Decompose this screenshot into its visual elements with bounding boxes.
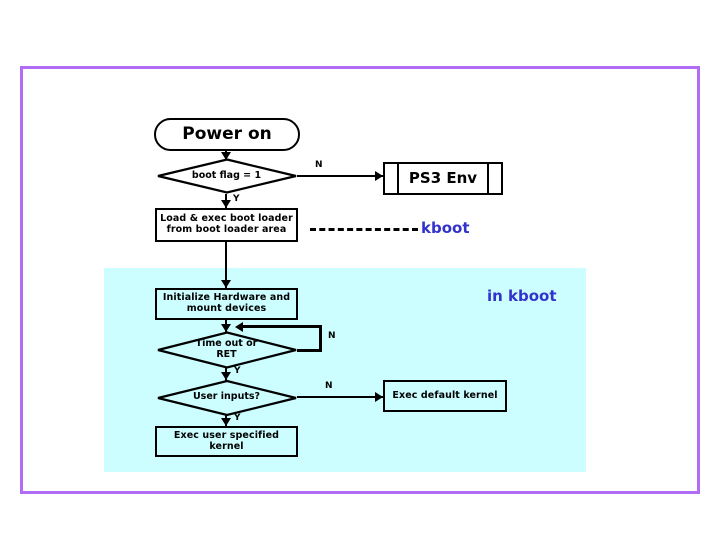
edge-label-bootflag-yes: Y bbox=[233, 194, 240, 204]
node-boot-flag[interactable]: boot flag = 1 bbox=[156, 158, 297, 194]
node-load-exec-line1: Load & exec boot loader bbox=[160, 213, 293, 225]
kboot-dashed-separator bbox=[310, 228, 418, 231]
edge-label-timeout-yes: Y bbox=[234, 366, 241, 376]
in-kboot-region bbox=[104, 268, 586, 472]
node-load-exec-bootloader[interactable]: Load & exec boot loader from boot loader… bbox=[155, 208, 298, 242]
arrowhead-timeout-loop bbox=[235, 322, 243, 332]
connector-loadexec-inithw bbox=[225, 242, 227, 288]
connector-timeout-loop-right bbox=[319, 325, 322, 351]
node-timeout-or-ret[interactable]: Time out or RET bbox=[156, 331, 297, 369]
node-exec-default-kernel-label: Exec default kernel bbox=[392, 389, 498, 401]
arrowhead-inithw-timeout bbox=[221, 324, 231, 332]
node-user-inputs[interactable]: User inputs? bbox=[156, 379, 297, 416]
node-initialize-hardware[interactable]: Initialize Hardware and mount devices bbox=[155, 288, 298, 320]
arrowhead-userinputs-execuser bbox=[221, 418, 231, 426]
diamond-shape-icon bbox=[156, 379, 297, 416]
edge-label-bootflag-no: N bbox=[315, 160, 323, 170]
node-exec-user-specified-kernel[interactable]: Exec user specified kernel bbox=[155, 426, 298, 457]
node-power-on-label: Power on bbox=[182, 123, 272, 144]
connector-bootflag-ps3env bbox=[297, 175, 383, 177]
edge-label-timeout-no: N bbox=[328, 331, 336, 341]
edge-label-userinputs-no: N bbox=[325, 381, 333, 391]
connector-userinputs-execdefault bbox=[297, 396, 383, 398]
node-exec-user-specified-kernel-label: Exec user specified kernel bbox=[173, 429, 280, 452]
arrowhead-poweron-bootflag bbox=[221, 152, 231, 160]
node-power-on[interactable]: Power on bbox=[154, 118, 300, 151]
edge-label-userinputs-yes: Y bbox=[234, 413, 241, 423]
kboot-separator-label: kboot bbox=[421, 219, 470, 237]
node-initialize-hardware-line1: Initialize Hardware and bbox=[162, 292, 291, 304]
node-ps3-env-label: PS3 Env bbox=[408, 169, 478, 188]
arrowhead-bootflag-loadexec bbox=[221, 200, 231, 208]
connector-timeout-loop-bottom bbox=[297, 349, 322, 352]
arrowhead-userinputs-execdefault bbox=[375, 392, 383, 402]
node-ps3-env[interactable]: PS3 Env bbox=[383, 162, 503, 195]
arrowhead-loadexec-inithw bbox=[221, 280, 231, 288]
node-initialize-hardware-line2: mount devices bbox=[186, 303, 267, 314]
in-kboot-label: in kboot bbox=[487, 287, 557, 305]
arrowhead-bootflag-ps3env bbox=[375, 171, 383, 181]
diamond-shape-icon bbox=[156, 331, 297, 369]
node-load-exec-line2: from boot loader area bbox=[166, 224, 287, 235]
slide-border-frame bbox=[20, 66, 700, 494]
diamond-shape-icon bbox=[156, 158, 297, 194]
connector-timeout-loop-top bbox=[240, 325, 322, 328]
node-exec-default-kernel[interactable]: Exec default kernel bbox=[383, 380, 507, 412]
arrowhead-timeout-userinputs bbox=[221, 372, 231, 380]
